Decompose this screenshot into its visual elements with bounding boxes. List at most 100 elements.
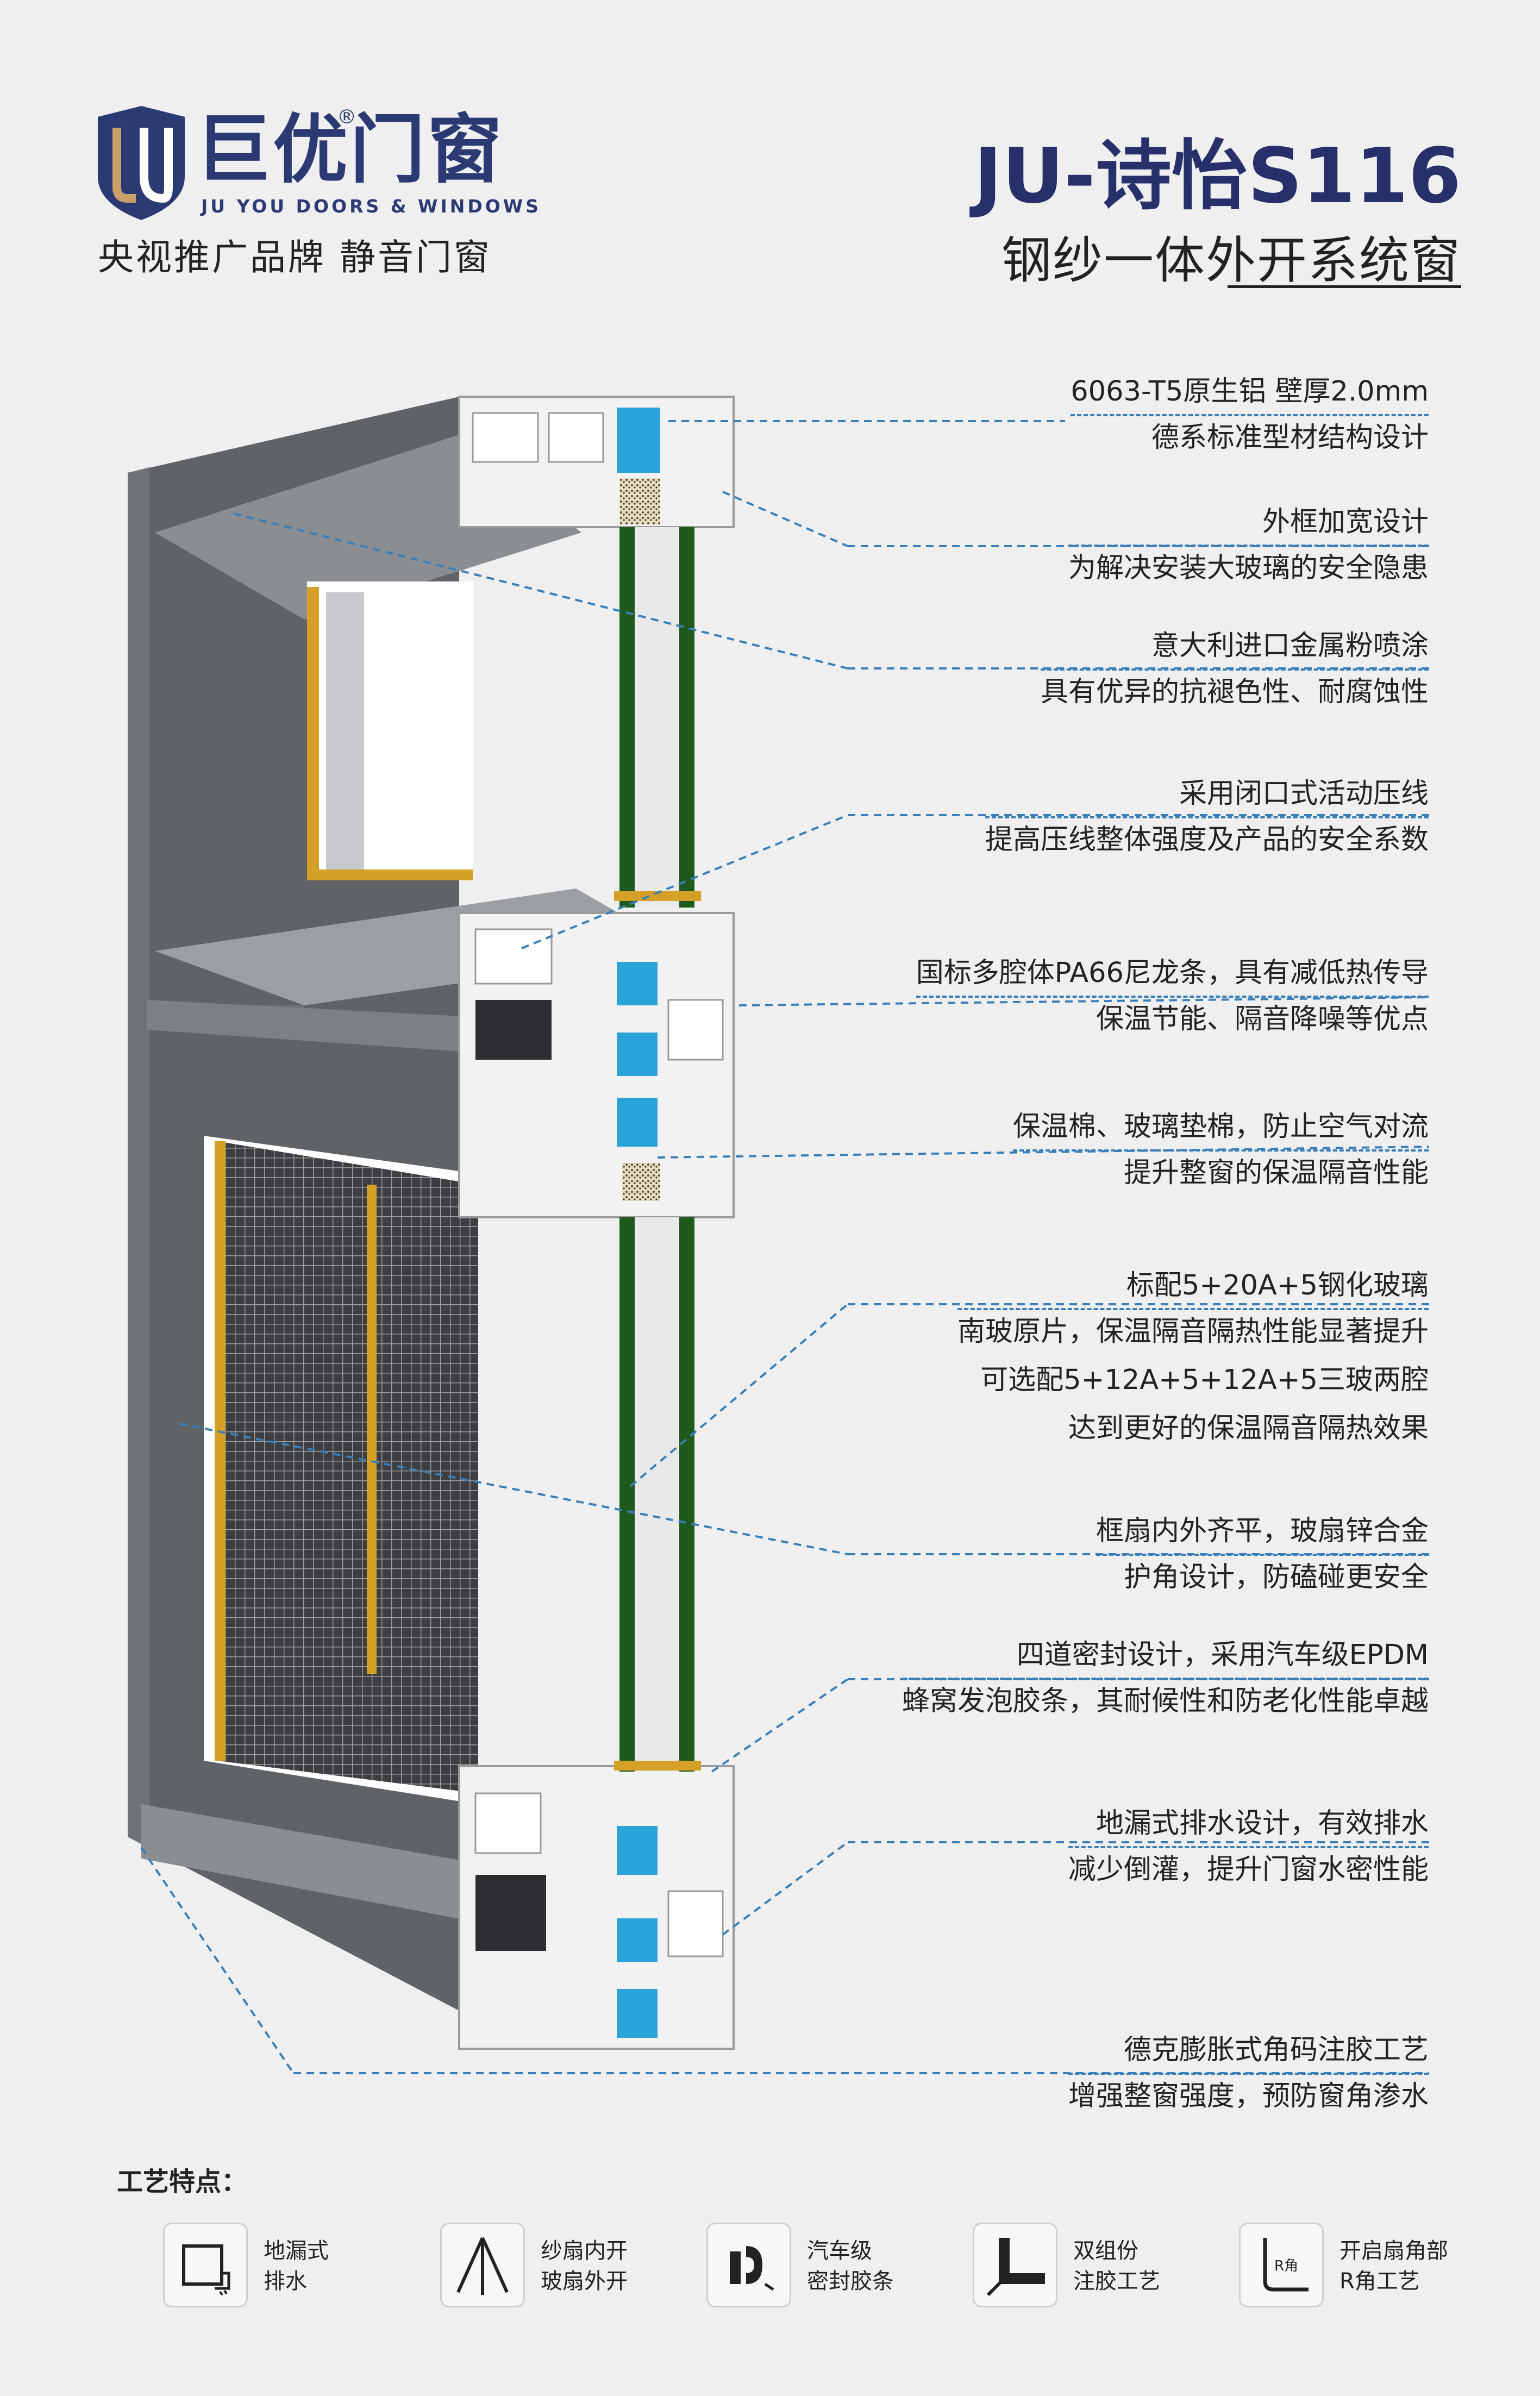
feature-headline: 国标多腔体PA66尼龙条，具有减低热传导 — [916, 957, 1429, 989]
head-foam — [619, 478, 660, 524]
craft-features-row: 地漏式 排水 纱扇内开 玻扇外开 汽车级 密封胶条 — [163, 2223, 1467, 2310]
sill-gasket-3 — [617, 1989, 658, 2038]
feature-headline: 采用闭口式活动压线 — [1179, 778, 1429, 810]
feature-detail: 护角设计，防磕碰更安全 — [1123, 1561, 1429, 1593]
sill-gasket-2 — [617, 1918, 658, 1962]
r-corner-icon: R角 — [1239, 2223, 1324, 2307]
feature-detail: 增强整窗强度，预防窗角渗水 — [1068, 2080, 1429, 2112]
lower-glass-pane-2 — [679, 1217, 694, 1772]
product-subtitle: 钢纱一体外开系统窗 — [1001, 232, 1461, 290]
feature-item: 框扇内外齐平，玻扇锌合金 护角设计，防磕碰更安全 — [1095, 1515, 1429, 1593]
feature-headline: 标配5+20A+5钢化玻璃 — [1126, 1269, 1429, 1302]
feature-headline: 保温棉、玻璃垫棉，防止空气对流 — [1012, 1111, 1429, 1143]
upper-sill-gold — [307, 869, 473, 880]
feature-headline: 外框加宽设计 — [1262, 506, 1429, 538]
feature-item: 保温棉、玻璃垫棉，防止空气对流 提升整窗的保温隔音性能 — [1012, 1111, 1429, 1189]
screen-open-icon — [440, 2223, 525, 2307]
lower-sill — [141, 1804, 543, 1935]
transom-profile — [458, 912, 735, 1218]
brand-logo: 巨优门窗 ® JU YOU DOORS & WINDOWS — [95, 106, 539, 226]
feature-item: 标配5+20A+5钢化玻璃 南玻原片，保温隔音隔热性能显著提升 可选配5+12A… — [957, 1272, 1429, 1442]
feature-item: 四道密封设计，采用汽车级EPDM 蜂窝发泡胶条，其耐候性和防老化性能卓越 — [902, 1641, 1429, 1715]
feature-headline: 德克膨胀式角码注胶工艺 — [1123, 2034, 1429, 2066]
transom-gasket-3 — [617, 1098, 658, 1147]
feature-item: 国标多腔体PA66尼龙条，具有减低热传导 保温节能、隔音降噪等优点 — [916, 959, 1429, 1033]
frame-left-edge — [128, 467, 149, 1848]
head-profile-chamber-b — [548, 412, 604, 463]
feature-item: 意大利进口金属粉喷涂 具有优异的抗褪色性、耐腐蚀性 — [1040, 630, 1429, 708]
transom-chamber-b — [475, 1000, 552, 1060]
craft-label-line1: 双组份 — [1073, 2238, 1138, 2263]
transom-gasket-1 — [617, 962, 658, 1005]
feature-divider — [1040, 668, 1429, 671]
craft-label-line2: R角工艺 — [1339, 2269, 1420, 2294]
upper-spacer — [635, 527, 679, 908]
brand-name-en: JU YOU DOORS & WINDOWS — [201, 196, 541, 217]
craft-label: 纱扇内开 玻扇外开 — [541, 2236, 628, 2297]
feature-divider — [985, 816, 1429, 818]
upper-sash-gold — [307, 587, 319, 880]
sill-gasket-1 — [617, 1826, 658, 1875]
feature-detail: 减少倒灌，提升门窗水密性能 — [1068, 1854, 1429, 1886]
feature-detail: 蜂窝发泡胶条，其耐候性和防老化性能卓越 — [902, 1685, 1429, 1717]
seal-strip-icon — [706, 2223, 791, 2307]
craft-section-title: 工艺特点： — [117, 2167, 248, 2197]
craft-label: 开启扇角部 R角工艺 — [1339, 2236, 1448, 2297]
feature-item: 6063-T5原生铝 壁厚2.0mm 德系标准型材结构设计 — [1071, 378, 1429, 452]
feature-headline: 意大利进口金属粉喷涂 — [1151, 630, 1429, 662]
registered-mark: ® — [337, 106, 356, 128]
craft-label-line2: 密封胶条 — [807, 2269, 894, 2294]
feature-detail: 达到更好的保温隔音隔热效果 — [1068, 1412, 1429, 1444]
feature-divider — [1068, 545, 1429, 547]
lower-jamb-top — [147, 1000, 462, 1052]
corner-joint-icon — [973, 2223, 1057, 2307]
screen-frame-gold — [215, 1141, 226, 1761]
craft-label-line1: 汽车级 — [807, 2238, 872, 2263]
feature-detail: 德系标准型材结构设计 — [1151, 422, 1429, 454]
craft-label-line2: 排水 — [264, 2269, 307, 2294]
feature-divider — [916, 996, 1429, 998]
feature-divider — [957, 1308, 1429, 1310]
feature-detail: 具有优异的抗褪色性、耐腐蚀性 — [1040, 676, 1429, 708]
title-underline — [1228, 285, 1461, 288]
craft-label-line2: 玻扇外开 — [541, 2269, 628, 2294]
craft-label: 汽车级 密封胶条 — [807, 2236, 894, 2297]
feature-divider — [902, 1678, 1429, 1680]
upper-glass-pane-2 — [679, 527, 694, 908]
brand-tagline: 央视推广品牌 静音门窗 — [98, 236, 492, 278]
craft-label-line2: 注胶工艺 — [1073, 2269, 1160, 2294]
lower-glass-pane-1 — [619, 1217, 635, 1772]
feature-detail: 保温节能、隔音降噪等优点 — [1095, 1003, 1429, 1035]
screen-frame-gold-inner — [367, 1185, 377, 1674]
feature-detail: 可选配5+12A+5+12A+5三玻两腔 — [980, 1364, 1429, 1396]
feature-item: 采用闭口式活动压线 提高压线整体强度及产品的安全系数 — [985, 780, 1429, 854]
craft-item-seal-strip: 汽车级 密封胶条 — [706, 2223, 962, 2310]
feature-detail: 提升整窗的保温隔音性能 — [1123, 1157, 1429, 1189]
craft-item-floor-drain: 地漏式 排水 — [163, 2223, 418, 2310]
feature-headline: 地漏式排水设计，有效排水 — [1095, 1807, 1429, 1840]
craft-item-corner-joint: 双组份 注胶工艺 — [973, 2223, 1228, 2310]
transom-chamber-c — [667, 999, 724, 1061]
craft-label: 地漏式 排水 — [264, 2236, 329, 2297]
feature-divider — [1095, 1554, 1429, 1556]
upper-glass-edge — [326, 592, 364, 875]
sill-chamber-b — [475, 1875, 546, 1951]
feature-divider — [1012, 1149, 1429, 1152]
glass-edge-gold-top — [614, 891, 701, 901]
r-corner-icon-label: R角 — [1274, 2258, 1298, 2274]
craft-label-line1: 开启扇角部 — [1339, 2238, 1448, 2263]
window-section-illustration — [128, 396, 735, 2050]
sill-chamber-a — [474, 1792, 542, 1854]
feature-detail: 南玻原片，保温隔音隔热性能显著提升 — [957, 1316, 1429, 1348]
model-title: JU-诗怡S116 — [974, 132, 1461, 221]
feature-divider — [1071, 414, 1429, 416]
brand-name-cn: 巨优门窗 — [196, 106, 505, 193]
sill-chamber-c — [667, 1890, 724, 1957]
feature-divider — [1068, 2073, 1429, 2075]
feature-detail: 提高压线整体强度及产品的安全系数 — [985, 824, 1429, 856]
feature-headline: 四道密封设计，采用汽车级EPDM — [1016, 1639, 1429, 1671]
craft-label-line1: 纱扇内开 — [541, 2238, 628, 2263]
feature-headline: 框扇内外齐平，玻扇锌合金 — [1095, 1515, 1429, 1547]
head-profile-chamber-a — [472, 412, 539, 463]
screen-mesh — [217, 1141, 478, 1793]
